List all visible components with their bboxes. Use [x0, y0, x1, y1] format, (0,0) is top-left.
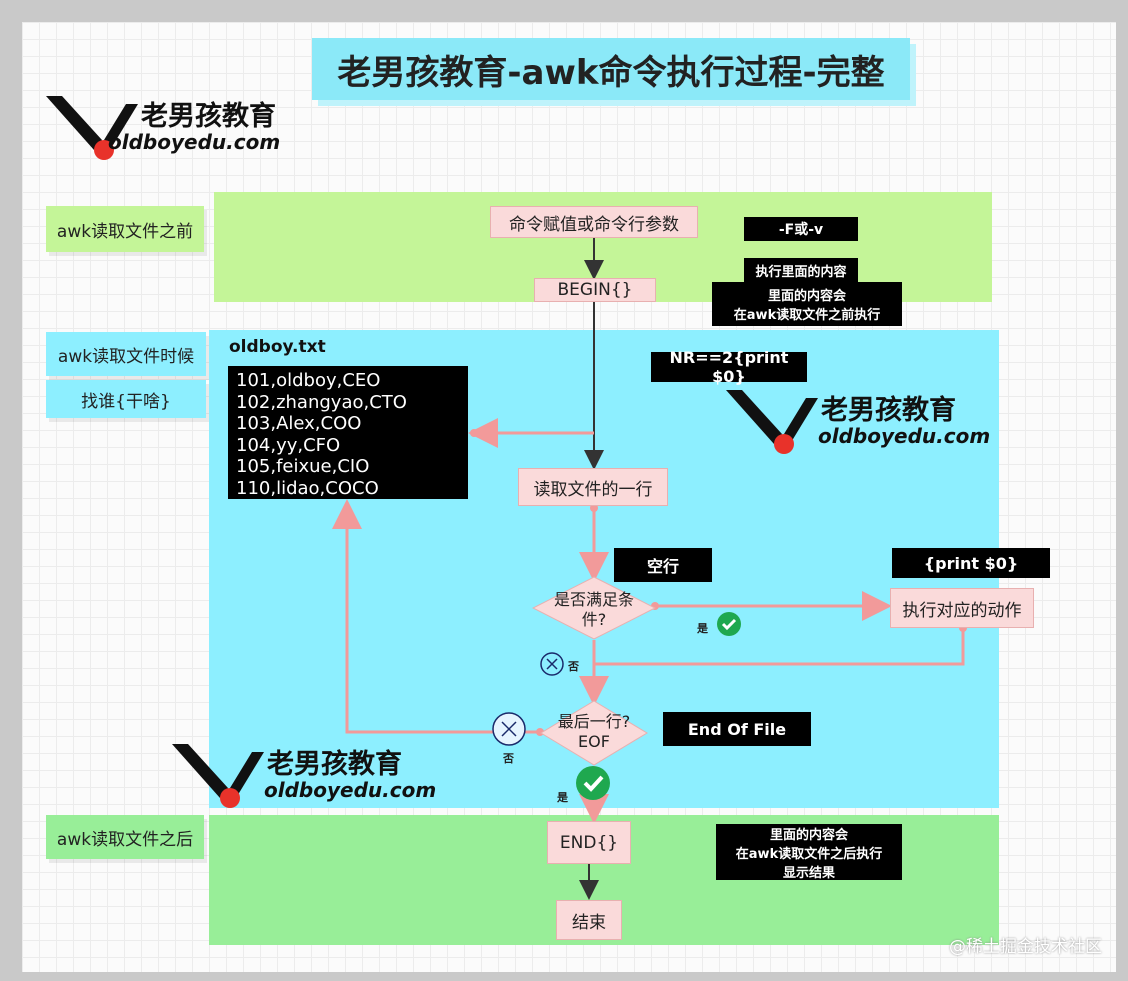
note-empty-line: 空行	[614, 548, 712, 582]
note-eof: End Of File	[663, 712, 811, 746]
note-after-exec-line3: 显示结果	[782, 865, 835, 881]
condition-line1: 是否满足条	[553, 590, 634, 609]
label-find-who: 找谁{干啥}	[46, 380, 206, 418]
last-line-diamond	[540, 700, 648, 766]
node-read-line: 读取文件的一行	[518, 468, 668, 506]
file-line: 101,oldboy,CEO	[236, 370, 381, 391]
note-before-exec-line1: 里面的内容会	[767, 289, 846, 304]
file-line: 102,zhangyao,CTO	[236, 391, 407, 413]
note-print: {print $0}	[892, 548, 1050, 578]
cross-icon	[540, 652, 564, 676]
note-before-exec-line2: 在awk读取文件之前执行	[733, 308, 881, 323]
file-line: 103,Alex,COO	[236, 413, 362, 435]
note-after-exec: 里面的内容会 在awk读取文件之后执行 显示结果	[716, 824, 902, 881]
yes-label: 是	[697, 622, 708, 635]
no-label: 否	[568, 660, 579, 673]
logo-middle: 老男孩教育 oldboyedu.com	[726, 388, 990, 458]
cross-icon	[492, 712, 526, 746]
condition-diamond	[532, 576, 656, 640]
file-line: 105,feixue,CIO	[236, 456, 370, 478]
node-finish: 结束	[556, 900, 622, 940]
logo-text-cn: 老男孩教育	[821, 395, 956, 426]
condition-text: 是否满足条 件?	[532, 590, 656, 630]
logo-text-en: oldboyedu.com	[108, 130, 281, 154]
logo-text-cn: 老男孩教育	[267, 749, 402, 780]
note-exec-inside: 执行里面的内容	[744, 258, 858, 282]
last-line-line1: 最后一行?	[557, 712, 631, 731]
logo-bottom: 老男孩教育 oldboyedu.com	[172, 742, 436, 812]
file-content: 101,oldboy,CEO 102,zhangyao,CTO 103,Alex…	[228, 366, 468, 499]
watermark: @稀土掘金技术社区	[949, 937, 1102, 957]
last-line-line2: EOF	[578, 732, 610, 751]
logo-text-en: oldboyedu.com	[264, 778, 437, 802]
label-after-read: awk读取文件之后	[46, 815, 204, 859]
condition-line2: 件?	[581, 610, 607, 629]
note-pattern: NR==2{print $0}	[651, 348, 807, 386]
node-end: END{}	[547, 821, 631, 864]
no-label: 否	[503, 752, 514, 765]
label-during-read: awk读取文件时候	[46, 332, 206, 376]
check-icon	[717, 612, 741, 636]
file-name: oldboy.txt	[229, 337, 326, 357]
logo-text-en: oldboyedu.com	[818, 424, 991, 448]
file-line: 104,yy,CFO	[236, 434, 341, 456]
note-after-exec-line1: 里面的内容会	[769, 827, 848, 843]
last-line-text: 最后一行? EOF	[540, 712, 648, 752]
node-action: 执行对应的动作	[890, 588, 1034, 628]
logo-text-cn: 老男孩教育	[141, 101, 276, 132]
note-after-exec-line2: 在awk读取文件之后执行	[735, 846, 883, 862]
logo-mark-icon	[46, 96, 138, 160]
node-begin: BEGIN{}	[534, 278, 656, 302]
label-before-read: awk读取文件之前	[46, 206, 204, 252]
check-icon	[576, 766, 610, 800]
logo-mark-icon	[726, 390, 818, 454]
file-line: 110,lidao,COCO	[236, 477, 379, 499]
page-title: 老男孩教育-awk命令执行过程-完整	[312, 38, 910, 100]
logo-mark-icon	[172, 744, 264, 808]
node-command-params: 命令赋值或命令行参数	[490, 206, 698, 238]
yes-label: 是	[557, 791, 568, 804]
note-fv: -F或-v	[744, 217, 858, 241]
note-before-exec: 里面的内容会 在awk读取文件之前执行	[712, 282, 902, 326]
logo-top: 老男孩教育 oldboyedu.com	[46, 94, 306, 164]
